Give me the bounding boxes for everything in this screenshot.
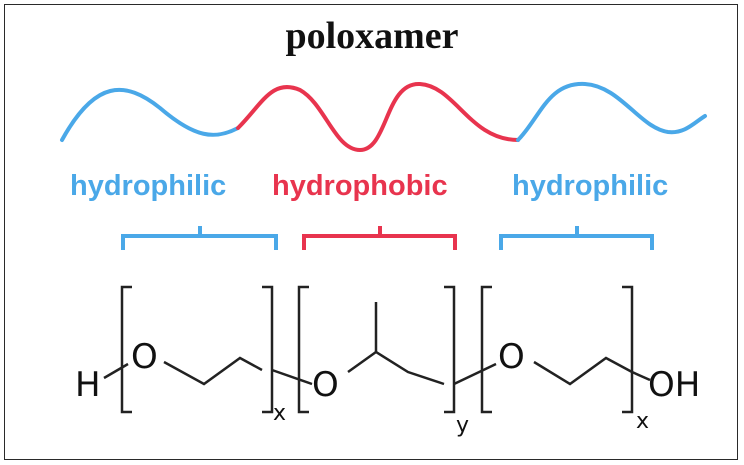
repeat-bracket-close-2 <box>444 285 456 414</box>
figure-title: poloxamer <box>285 15 459 57</box>
atom-oxygen-2: O <box>312 365 339 405</box>
repeat-bracket-open-2 <box>297 285 309 414</box>
wave-segment-hydrophilic-left <box>60 87 240 142</box>
atom-h: H <box>75 365 101 405</box>
bracket-hydrophilic-left <box>121 226 278 250</box>
atom-oxygen-3: O <box>498 337 525 377</box>
bond-chain-3 <box>533 356 633 386</box>
atom-oh: OH <box>648 365 700 405</box>
wave-segment-hydrophilic-right <box>516 81 707 142</box>
repeat-bracket-open-3 <box>480 285 492 414</box>
bond-chain-1 <box>163 356 263 386</box>
repeat-bracket-close-1 <box>262 285 274 414</box>
bracket-hydrophilic-right <box>499 226 654 250</box>
bond-chain-2 <box>347 350 445 386</box>
subscript-y: y <box>456 413 469 438</box>
label-hydrophilic-right: hydrophilic <box>512 170 669 202</box>
wave-segment-hydrophobic <box>236 81 520 153</box>
bracket-hydrophobic <box>302 226 457 250</box>
bond-oh <box>631 370 651 382</box>
chemical-structure <box>103 285 651 414</box>
bond-link-2-3 <box>453 362 497 386</box>
atom-oxygen-1: O <box>131 337 158 377</box>
repeat-bracket-close-3 <box>622 285 634 414</box>
bond-h-o-1 <box>103 362 129 380</box>
repeat-bracket-open-1 <box>120 285 132 414</box>
subscript-x-left: x <box>273 401 286 426</box>
label-hydrophilic-left: hydrophilic <box>70 170 227 202</box>
label-hydrophobic-center: hydrophobic <box>272 170 448 202</box>
bond-link-1-2 <box>271 368 313 386</box>
subscript-x-right: x <box>636 409 649 434</box>
figure-frame <box>4 4 738 460</box>
